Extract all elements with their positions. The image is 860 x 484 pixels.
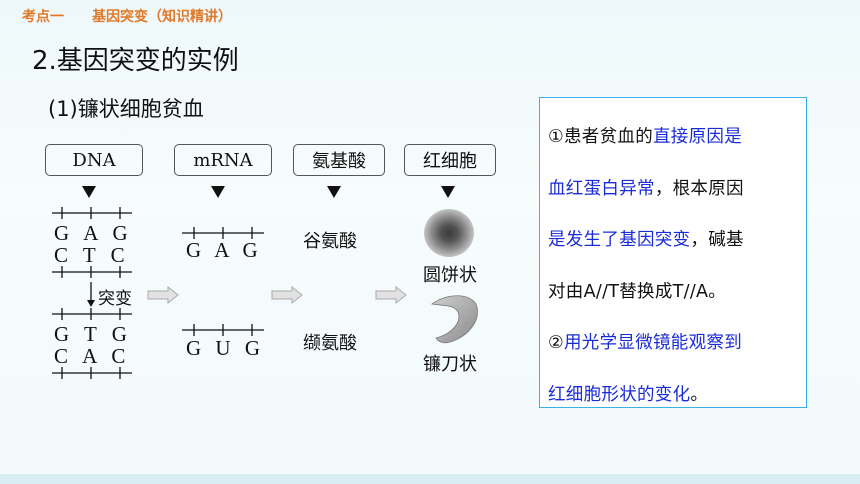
red-cell-box: 红细胞 — [404, 144, 496, 176]
dna-normal-bottom: C T C — [54, 243, 125, 267]
sickle-cell-icon — [431, 295, 478, 344]
explanation-box: ①患者贫血的直接原因是 血红蛋白异常，根本原因 是发生了基因突变，碱基 对由A/… — [539, 97, 807, 408]
slide-subtitle: (1)镰状细胞贫血 — [48, 97, 204, 121]
amino-acid-box: 氨基酸 — [293, 144, 385, 176]
down-arrow-icon — [82, 186, 96, 198]
down-arrow-icon — [441, 186, 455, 198]
mrna-mutant: G U G — [186, 336, 260, 360]
note-line-3: 是发生了基因突变，碱基 — [548, 230, 744, 250]
mrna-normal: G A G — [186, 238, 258, 262]
dna-mutant-bottom: C A C — [54, 344, 126, 368]
cell-mutant-label: 镰刀状 — [423, 354, 477, 375]
round-cell-icon — [424, 209, 474, 257]
dna-mutant-top: G T G — [54, 322, 127, 346]
mutation-label: 突变 — [98, 289, 132, 309]
mrna-box: mRNA — [174, 144, 272, 176]
slide-title: 2.基因突变的实例 — [32, 46, 239, 76]
header-topic: 考点一 — [22, 9, 64, 25]
amino-acid-mutant: 缬氨酸 — [303, 333, 357, 354]
note-line-4: 对由A//T替换成T//A。 — [548, 281, 727, 302]
cell-normal-label: 圆饼状 — [423, 265, 477, 286]
header-subtopic: 基因突变（知识精讲） — [92, 9, 232, 25]
note-line-2: 血红蛋白异常，根本原因 — [548, 178, 744, 199]
down-arrow-icon — [211, 186, 225, 198]
note-line-5: ②用光学显微镜能观察到 — [548, 333, 742, 353]
down-arrow-icon — [327, 186, 341, 198]
bottom-strip — [0, 474, 860, 484]
note-line-6: 红细胞形状的变化。 — [548, 384, 709, 405]
amino-acid-normal: 谷氨酸 — [303, 231, 357, 252]
slide-header: 考点一 基因突变（知识精讲） — [22, 6, 260, 26]
dna-box: DNA — [45, 144, 143, 176]
dna-normal-top: G A G — [54, 221, 128, 245]
note-line-1: ①患者贫血的直接原因是 — [548, 127, 742, 147]
